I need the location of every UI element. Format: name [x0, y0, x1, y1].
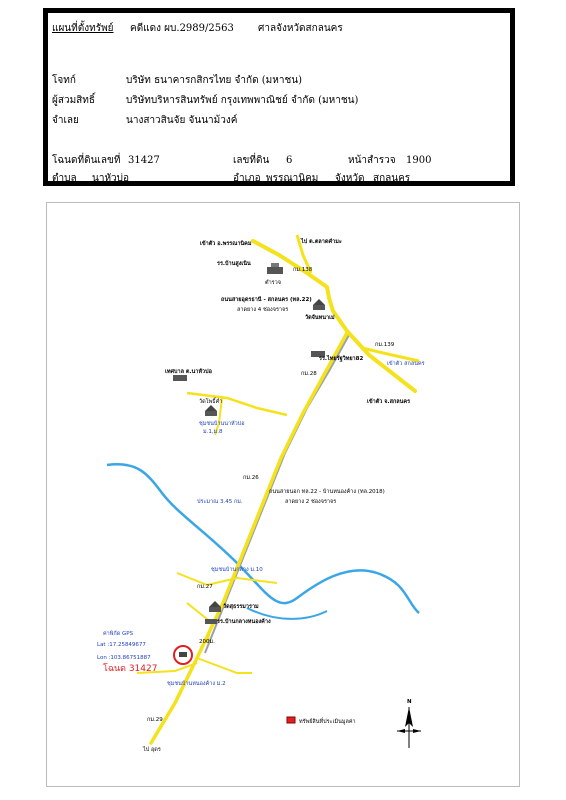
plaintiff-label: โจทก์	[52, 75, 76, 86]
label-to-sakon-side: เข้าตัว สกลนคร	[387, 360, 425, 367]
label-km28: กม.28	[301, 371, 317, 377]
survey-page-value: 1900	[406, 155, 432, 166]
label-village-nahuabo: ชุมชนบ้านนาหัวบ่อ	[199, 420, 245, 427]
land-no-value: 6	[286, 155, 293, 166]
assignee-value: บริษัทบริหารสินทรัพย์ กรุงเทพพาณิชย์ จำก…	[126, 95, 359, 106]
label-highway22: ถนนสายอุดรธานี - สกลนคร (ทล.22)	[221, 296, 312, 303]
gray-road	[204, 334, 350, 654]
label-km139: กม.139	[375, 342, 395, 348]
main-local-road	[149, 331, 349, 745]
plaintiff-value: บริษัท ธนาคารกสิกรไทย จำกัด (มหาชน)	[126, 75, 302, 86]
label-about-345: ประมาณ 3.45 กม.	[197, 498, 243, 505]
label-lat: Lat :17.25849677	[97, 642, 146, 648]
district-label: อำเภอ	[233, 173, 261, 184]
case-header-box: แผนที่ตั้งทรัพย์ คดีแดง ผบ.2989/2563 ศาล…	[43, 8, 515, 186]
school-klang-icon	[205, 619, 217, 624]
road-local-2	[176, 572, 278, 587]
label-village-klang: ชุมชนบ้านกลาง ม.10	[211, 566, 263, 573]
location-map: เข้าตัว อ.พรรณานิคม ไป ต.ตลาดคำมะ รร.บ้า…	[46, 202, 520, 787]
subdistrict-value: นาหัวบ่อ	[92, 173, 130, 184]
label-deed-marker: โฉนด 31427	[103, 663, 157, 674]
label-village-kham: ชุมชนบ้านหนองค้าง ม.2	[167, 680, 226, 687]
label-moo: ม.1,ม.8	[203, 429, 223, 435]
label-road-2018: ถนนสายนอก ทล.22 - บ้านหนองค้าง (ทล.2018)	[269, 488, 385, 495]
temple-pho-icon	[205, 405, 217, 416]
label-to-phanna: เข้าตัว อ.พรรณานิคม	[200, 239, 252, 247]
temple-icon-1	[313, 299, 325, 310]
school-bansung-icon	[267, 263, 283, 274]
label-km27: กม.27	[197, 584, 213, 590]
subdistrict-label: ตำบล	[52, 173, 77, 184]
label-asphalt2: ลาดยาง 2 ช่องจราจร	[285, 498, 336, 505]
label-school-thai: รร.ไทยรัฐวิทยา82	[319, 354, 363, 362]
label-asphalt4: ลาดยาง 4 ช่องจราจร	[237, 306, 288, 313]
label-km26: กม.26	[243, 475, 259, 481]
province-value: สกลนคร	[373, 173, 411, 184]
road-local-1	[214, 397, 223, 436]
north-arrow-icon: N	[397, 699, 421, 748]
assignee-label: ผู้สวมสิทธิ์	[52, 95, 95, 106]
survey-page-label: หน้าสำรวจ	[348, 155, 396, 166]
deed-marker-circle	[173, 645, 193, 665]
label-to-market: ไป ต.ตลาดคำมะ	[300, 237, 342, 245]
court-name: ศาลจังหวัดสกลนคร	[258, 23, 343, 34]
case-number: คดีแดง ผบ.2989/2563	[130, 23, 234, 34]
label-school-bansung: รร.บ้านสูงเนิน	[217, 259, 251, 268]
label-gps: ค่าพิกัด GPS	[103, 630, 134, 637]
river-lower	[246, 607, 328, 620]
svg-text:N: N	[407, 699, 412, 705]
deed-label: โฉนดที่ดินเลขที่	[52, 155, 121, 166]
legend-swatch	[286, 716, 296, 724]
highway-22	[251, 239, 417, 393]
district-value: พรรณานิคม	[266, 173, 319, 184]
label-temple-suan: วัดจันทนาเม่	[305, 314, 335, 321]
province-label: จังหวัด	[335, 173, 365, 184]
map-canvas: เข้าตัว อ.พรรณานิคม ไป ต.ตลาดคำมะ รร.บ้า…	[97, 234, 425, 753]
label-to-bottom: ไป อุดร	[142, 746, 161, 753]
label-police: ตำรวจ	[265, 279, 281, 286]
tessaban-icon	[173, 375, 187, 381]
header-title: แผนที่ตั้งทรัพย์	[52, 23, 114, 34]
legend-text: ทรัพย์สินที่ประเมินมูลค่า	[299, 717, 356, 725]
label-km138: กม.138	[293, 267, 313, 273]
label-tessaban: เทศบาล ต.นาหัวบ่อ	[165, 368, 212, 375]
road-to-sakon-side	[361, 346, 420, 363]
river-upper	[106, 462, 420, 614]
label-lon: Lon :103.86751887	[97, 655, 151, 661]
label-km29: กม.29	[147, 717, 163, 723]
school-thai-icon	[311, 351, 325, 357]
road-local-5	[196, 657, 252, 674]
label-to-sakon: เข้าตัว จ.สกลนคร	[367, 397, 410, 405]
road-local-4	[136, 662, 198, 674]
label-temple-rat: วัดสุธรรมาราม	[223, 603, 259, 610]
label-school-klang: รร.บ้านกลางหนองค้าง	[217, 617, 271, 625]
land-no-label: เลขที่ดิน	[233, 155, 270, 166]
defendant-value: นางสาวสินจัย จันนาม้วงค์	[126, 115, 238, 126]
deed-marker-dot	[179, 652, 187, 657]
road-nahuabo	[186, 391, 288, 417]
road-to-market	[295, 234, 313, 274]
defendant-label: จำเลย	[52, 115, 79, 126]
temple-rat-icon	[209, 601, 221, 612]
label-temple-pho: วัดโพธิ์คำ	[199, 397, 222, 405]
label-200m: 200ม.	[199, 639, 215, 645]
deed-number: 31427	[128, 155, 160, 166]
